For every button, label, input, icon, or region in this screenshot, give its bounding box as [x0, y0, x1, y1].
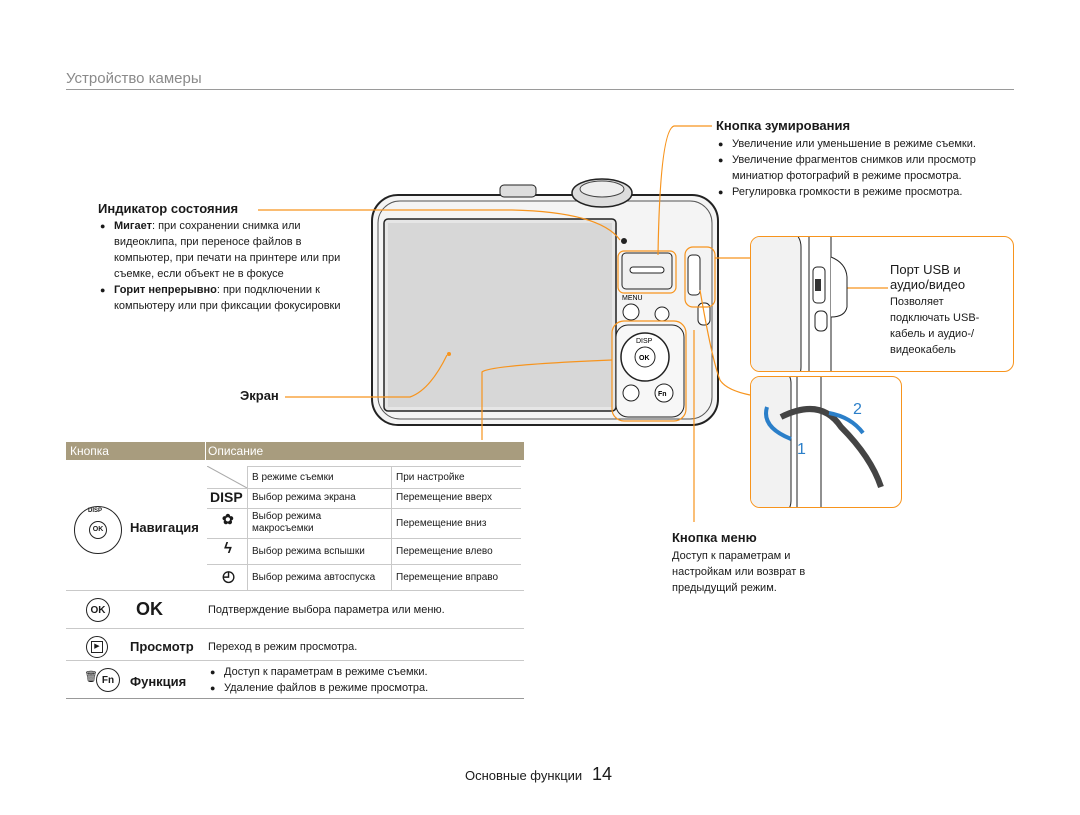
screen-heading: Экран	[240, 388, 279, 403]
nav-setting-cell: Перемещение влево	[396, 546, 493, 557]
status-item-steady: Горит непрерывно: при подключении к комп…	[98, 282, 348, 314]
nav-row-rule	[207, 564, 521, 565]
nav-shoot-cell: Выбор режима макросъемки	[252, 511, 322, 534]
function-label: Функция	[130, 674, 187, 689]
nav-shoot-cell: Выбор режима автоспуска	[252, 572, 376, 583]
ok-description: Подтверждение выбора параметра или меню.	[208, 604, 445, 616]
strap-inset: 2 1	[750, 376, 902, 508]
table-rule	[66, 590, 524, 591]
nav-col-setting: При настройке	[396, 472, 465, 483]
nav-row-rule	[207, 488, 521, 489]
playback-icon: ▶	[86, 636, 108, 658]
strap-illustration	[751, 377, 884, 507]
table-rule	[66, 628, 524, 629]
footer-section: Основные функции	[465, 768, 583, 783]
nav-pad-icon: OK DISP	[74, 506, 122, 554]
fn-button-icon: Fn	[96, 668, 120, 692]
usb-callout: Порт USB и аудио/видео Позволяет подключ…	[890, 262, 1002, 358]
nav-row-rule	[207, 508, 521, 509]
nav-label: Навигация	[130, 520, 199, 535]
status-item-blink: Мигает: при сохранении снимка или видеок…	[98, 218, 348, 282]
playback-label: Просмотр	[130, 639, 194, 654]
zoom-heading: Кнопка зумирования	[716, 118, 851, 133]
usb-port-illustration	[751, 237, 848, 371]
col-button: Кнопка	[70, 444, 109, 458]
usb-port-inset	[750, 236, 1014, 372]
menu-callout: Кнопка меню Доступ к параметрам и настро…	[672, 530, 842, 596]
camera-fn-label: Fn	[658, 391, 667, 398]
timer-icon: ◴	[222, 568, 236, 585]
nav-row-rule	[207, 538, 521, 539]
title-divider	[66, 89, 1014, 90]
nav-disp-label: DISP	[88, 508, 103, 514]
table-rule-bottom	[66, 698, 524, 699]
strap-step-2: 2	[853, 401, 862, 418]
nav-ok-label: OK	[89, 521, 107, 539]
camera-disp-label: DISP	[636, 338, 653, 345]
function-item: Доступ к параметрам в режиме съемки.	[208, 664, 428, 680]
trash-icon: 🗑	[84, 671, 98, 683]
camera-ok-label: OK	[639, 355, 650, 362]
menu-description: Доступ к параметрам и настройкам или воз…	[672, 550, 806, 594]
page-title: Устройство камеры	[66, 70, 202, 87]
zoom-callout: Кнопка зумирования Увеличение или уменьш…	[716, 118, 1016, 200]
status-indicator-list: Мигает: при сохранении снимка или видеок…	[98, 218, 348, 314]
status-indicator-heading: Индикатор состояния	[98, 201, 239, 216]
function-item: Удаление файлов в режиме просмотра.	[208, 680, 428, 696]
flash-icon: ϟ	[224, 540, 232, 557]
usb-heading: Порт USB и аудио/видео	[890, 262, 966, 292]
buttons-table-header: Кнопка Описание	[66, 442, 524, 460]
nav-setting-cell: Перемещение вправо	[396, 572, 499, 583]
usb-description: Позволяет подключать USB-кабель и аудио-…	[890, 296, 980, 356]
nav-col-divider	[391, 466, 392, 590]
zoom-item: Увеличение фрагментов снимков или просмо…	[716, 152, 1016, 184]
header-separator	[205, 442, 206, 460]
nav-setting-cell: Перемещение вверх	[396, 492, 492, 503]
nav-shoot-cell: Выбор режима вспышки	[252, 546, 365, 557]
col-description: Описание	[208, 444, 264, 458]
camera-illustration: MENU DISP OK Fn	[371, 178, 719, 426]
nav-col-shoot: В режиме съемки	[252, 472, 334, 483]
nav-diagonal	[207, 466, 247, 488]
strap-step-1: 1	[797, 441, 806, 458]
function-list: Доступ к параметрам в режиме съемки. Уда…	[208, 664, 428, 696]
nav-setting-cell: Перемещение вниз	[396, 518, 487, 529]
nav-shoot-cell: Выбор режима экрана	[252, 492, 356, 503]
disp-icon: DISP	[210, 489, 243, 505]
zoom-list: Увеличение или уменьшение в режиме съемк…	[716, 136, 1016, 200]
ok-button-icon: OK	[86, 598, 110, 622]
page-number: 14	[592, 764, 613, 784]
nav-rule-top	[247, 466, 521, 467]
nav-col-divider	[247, 466, 248, 590]
ok-label: OK	[136, 599, 163, 619]
status-indicator-callout: Индикатор состояния Мигает: при сохранен…	[98, 201, 348, 314]
zoom-item: Регулировка громкости в режиме просмотра…	[716, 184, 1016, 200]
zoom-item: Увеличение или уменьшение в режиме съемк…	[716, 136, 1016, 152]
macro-icon: ✿	[222, 511, 234, 527]
menu-heading: Кнопка меню	[672, 530, 757, 545]
camera-menu-label: MENU	[622, 295, 643, 302]
table-rule	[66, 660, 524, 661]
playback-description: Переход в режим просмотра.	[208, 641, 358, 653]
